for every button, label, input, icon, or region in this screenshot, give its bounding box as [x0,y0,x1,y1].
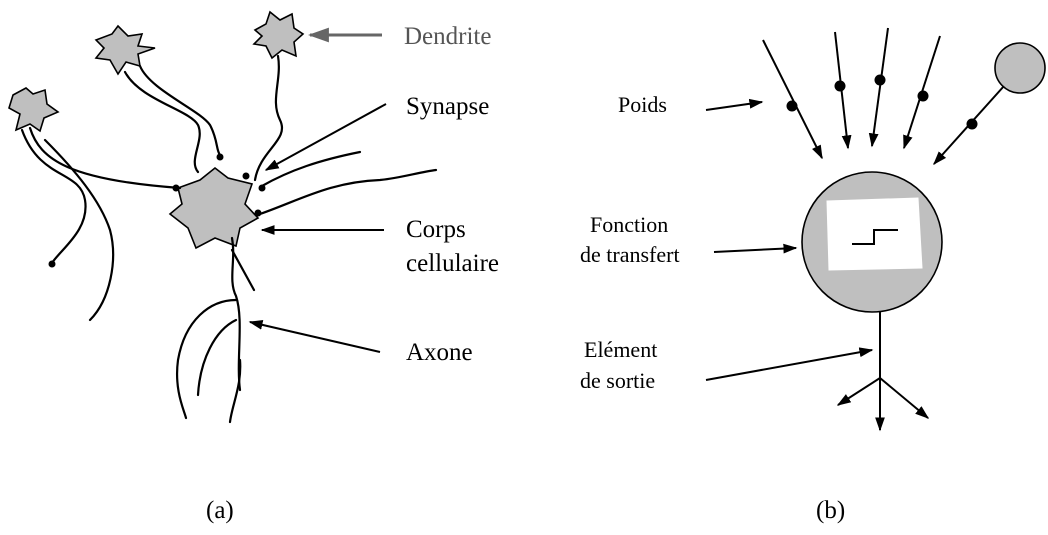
synapse-terminal [172,184,180,192]
label-dendrite: Dendrite [404,23,491,50]
dendrite-fiber [28,126,182,190]
synapse-terminal [242,172,250,180]
label-fonction: Fonction [590,212,668,237]
output-branch [836,377,881,406]
output-branch [879,377,930,419]
dendrite-cell-middle [94,24,156,76]
dendrite-cell-left [8,87,60,133]
step-function-icon [852,229,898,245]
weight-dot [917,90,929,102]
dendrite-cell-top [252,10,305,60]
input-line [762,39,823,160]
label-axone: Axone [406,339,473,366]
axon [230,236,242,392]
input-line [868,27,889,148]
weight-dot [834,80,846,92]
axon-branch [228,358,242,424]
synapse-terminal [258,184,266,192]
dendrite-fiber [123,70,201,174]
axon-branch [230,248,256,292]
bias-node [994,42,1046,94]
label-de-sortie: de sortie [580,368,655,393]
caption-b: (b) [816,497,845,524]
synapse-terminal [216,153,224,161]
weight-dot [786,100,798,112]
synapse-terminal [254,209,262,217]
weight-dot [966,118,978,130]
dendrite-fiber [138,64,222,157]
weight-dot [874,74,886,86]
element-arrow [705,347,874,381]
synapse-arrow [264,103,387,171]
biological-neuron: Dendrite Synapse Corps cellulaire Axone [8,10,499,424]
axon-branch [176,298,238,420]
dendrite-fiber [260,150,362,188]
synapse-terminal [48,260,56,268]
label-element: Elément [584,337,657,362]
poids-arrow [705,98,764,111]
cell-body [168,166,260,250]
axon-branch [196,318,238,397]
fonction-arrow [713,243,798,254]
label-de-transfert: de transfert [580,242,680,267]
caption-a: (a) [206,497,234,524]
dendrite-fiber [253,54,283,182]
label-corps: Corps [406,216,466,243]
dendrite-fiber [43,138,115,322]
label-synapse: Synapse [406,93,489,120]
dendrite-fiber [20,128,87,265]
axone-arrow [248,320,381,353]
dendrite-fiber [258,168,438,216]
artificial-neuron: Poids Fonction de transfert Elément de s… [580,27,1046,432]
label-poids: Poids [618,92,667,117]
label-cellulaire: cellulaire [406,250,499,277]
